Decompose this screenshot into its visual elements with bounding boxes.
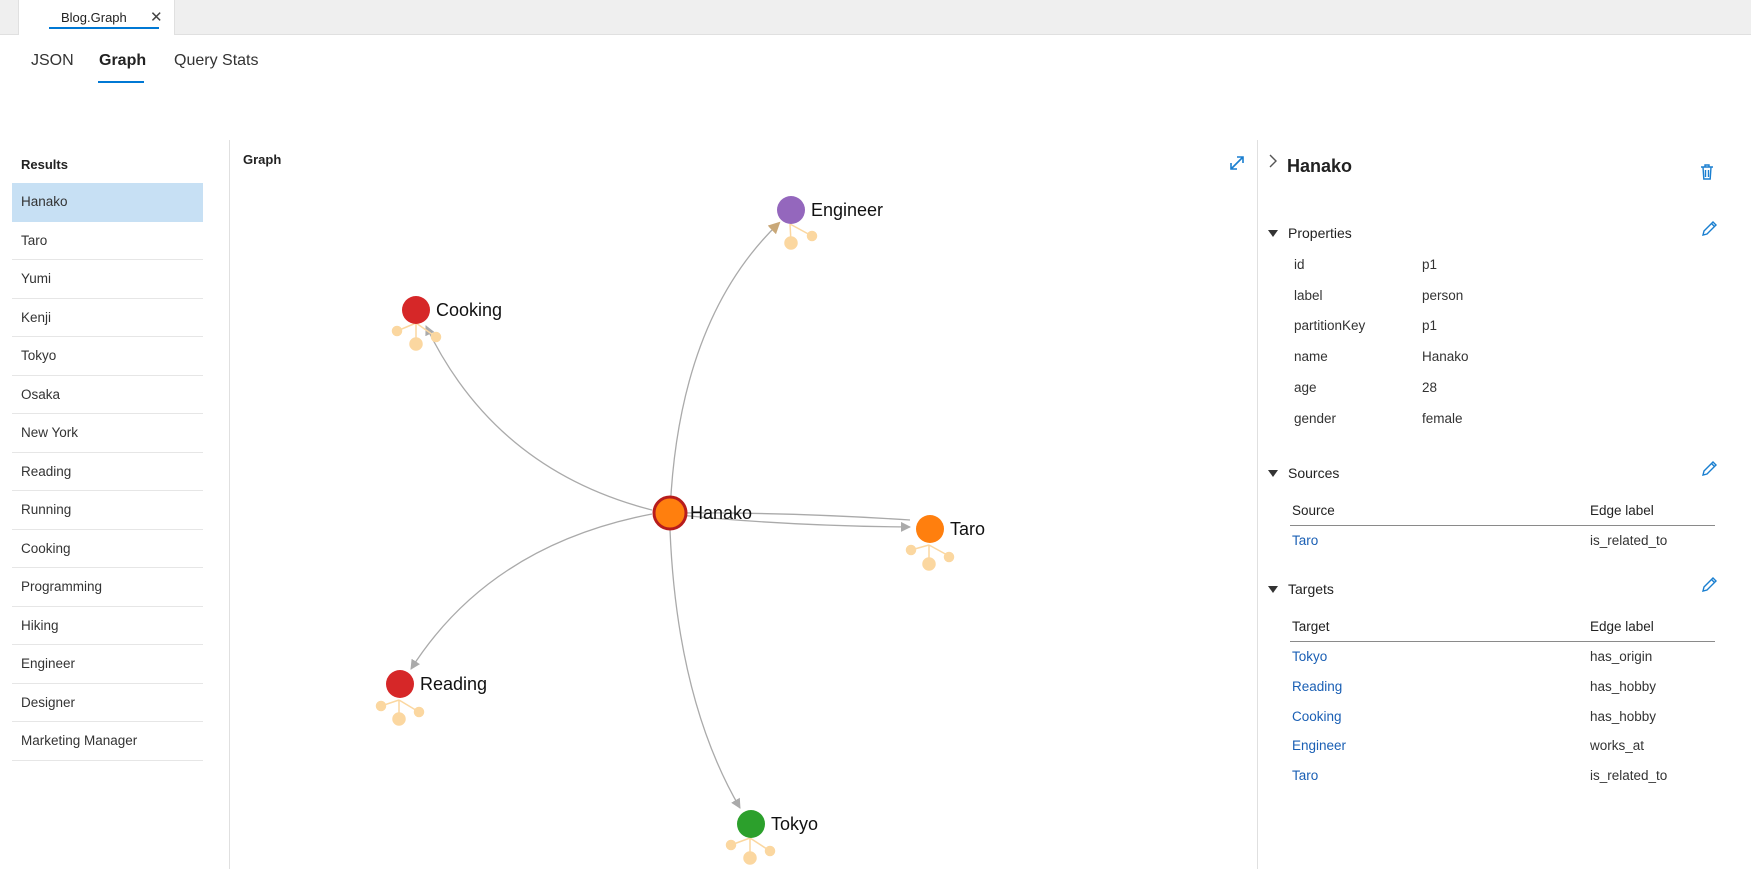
source-edge-label: is_related_to [1590,533,1668,548]
edit-sources-pencil-icon[interactable] [1701,460,1718,477]
properties-heading: Properties [1288,225,1352,241]
graph-heading: Graph [243,152,282,167]
edge-taro-hanako[interactable] [671,507,911,521]
caret-down-icon [1268,585,1278,593]
edge-hanako-engineer[interactable] [669,221,781,514]
result-item-hanako[interactable]: Hanako [12,183,203,222]
tab-query-stats[interactable]: Query Stats [174,52,259,69]
node-label-reading: Reading [420,674,487,694]
node-taro[interactable]: Taro [916,515,985,543]
targets-heading: Targets [1288,581,1334,597]
edge-hanako-cooking[interactable] [425,325,653,511]
close-icon[interactable]: ✕ [150,9,163,26]
details-node-title: Hanako [1287,156,1353,176]
edit-targets-pencil-icon[interactable] [1701,576,1718,593]
result-item-reading[interactable]: Reading [12,453,203,491]
edit-properties-pencil-icon[interactable] [1701,220,1718,237]
node-label-hanako: Hanako [690,503,752,523]
node-engineer[interactable]: Engineer [777,196,883,224]
targets-header-rule [1290,641,1715,642]
node-tokyo[interactable]: Tokyo [737,810,818,838]
results-divider [229,140,230,869]
node-cooking[interactable]: Cooking [402,296,502,324]
prop-key-partitionkey: partitionKey [1294,318,1366,333]
target-link-engineer[interactable]: Engineer [1292,738,1347,753]
prop-value-age: 28 [1422,380,1438,395]
result-item-taro[interactable]: Taro [12,222,203,260]
node-reading[interactable]: Reading [386,670,487,698]
prop-key-name: name [1294,349,1328,364]
prop-key-age: age [1294,380,1317,395]
source-link-taro[interactable]: Taro [1292,533,1319,548]
document-tab-blog-graph[interactable]: Blog.Graph ✕ [18,0,175,35]
node-stubs [375,223,955,865]
prop-value-partitionkey: p1 [1422,318,1438,333]
node-label-taro: Taro [950,519,985,539]
targets-col-edge-label: Edge label [1590,619,1654,634]
targets-section-toggle[interactable]: Targets [1268,581,1334,597]
prop-key-label: label [1294,288,1323,303]
trash-icon[interactable] [1700,163,1714,181]
result-item-hiking[interactable]: Hiking [12,607,203,645]
edge-hanako-tokyo[interactable] [669,529,741,809]
node-hanako[interactable]: Hanako [652,495,752,531]
result-item-marketing-manager[interactable]: Marketing Manager [12,722,203,761]
result-item-osaka[interactable]: Osaka [12,376,203,414]
results-heading: Results [21,157,68,172]
target-edge-label: is_related_to [1590,768,1668,783]
targets-col-target: Target [1292,619,1330,634]
details-divider [1257,140,1258,869]
result-item-new-york[interactable]: New York [12,414,203,453]
target-edge-label: has_hobby [1590,679,1657,694]
chevron-right-icon[interactable] [1268,153,1278,169]
result-item-kenji[interactable]: Kenji [12,299,203,337]
result-item-programming[interactable]: Programming [12,568,203,607]
prop-value-gender: female [1422,411,1463,426]
results-list: Hanako Taro Yumi Kenji Tokyo Osaka New Y… [12,183,203,761]
caret-down-icon [1268,469,1278,477]
document-tab-active-indicator [49,27,159,29]
edge-hanako-taro[interactable] [669,513,911,532]
tab-json[interactable]: JSON [31,52,74,69]
sources-col-edge-label: Edge label [1590,503,1654,518]
prop-key-id: id [1294,257,1305,272]
target-edge-label: has_origin [1590,649,1653,664]
result-item-yumi[interactable]: Yumi [12,260,203,299]
result-item-cooking[interactable]: Cooking [12,530,203,568]
result-item-designer[interactable]: Designer [12,684,203,722]
tab-active-indicator [98,81,144,83]
sources-section-toggle[interactable]: Sources [1268,465,1339,481]
prop-value-label: person [1422,288,1464,303]
edge-hanako-reading[interactable] [410,513,653,670]
node-label-engineer: Engineer [811,200,883,220]
document-tab-label: Blog.Graph [61,10,127,25]
sources-header-rule [1290,525,1715,526]
prop-value-name: Hanako [1422,349,1469,364]
prop-value-id: p1 [1422,257,1438,272]
target-link-tokyo[interactable]: Tokyo [1292,649,1328,664]
target-edge-label: works_at [1590,738,1645,753]
sources-heading: Sources [1288,465,1340,481]
target-link-reading[interactable]: Reading [1292,679,1343,694]
target-link-cooking[interactable]: Cooking [1292,709,1342,724]
tab-graph[interactable]: Graph [99,52,147,69]
target-edge-label: has_hobby [1590,709,1657,724]
caret-down-icon [1268,229,1278,237]
document-tab-strip: Blog.Graph ✕ [0,0,1751,35]
target-link-taro[interactable]: Taro [1292,768,1319,783]
properties-section-toggle[interactable]: Properties [1268,225,1352,241]
result-item-running[interactable]: Running [12,491,203,530]
result-item-tokyo[interactable]: Tokyo [12,337,203,376]
sources-col-source: Source [1292,503,1335,518]
prop-key-gender: gender [1294,411,1337,426]
node-label-tokyo: Tokyo [771,814,818,834]
result-item-engineer[interactable]: Engineer [12,645,203,684]
expand-icon[interactable] [1228,154,1246,172]
node-label-cooking: Cooking [436,300,502,320]
